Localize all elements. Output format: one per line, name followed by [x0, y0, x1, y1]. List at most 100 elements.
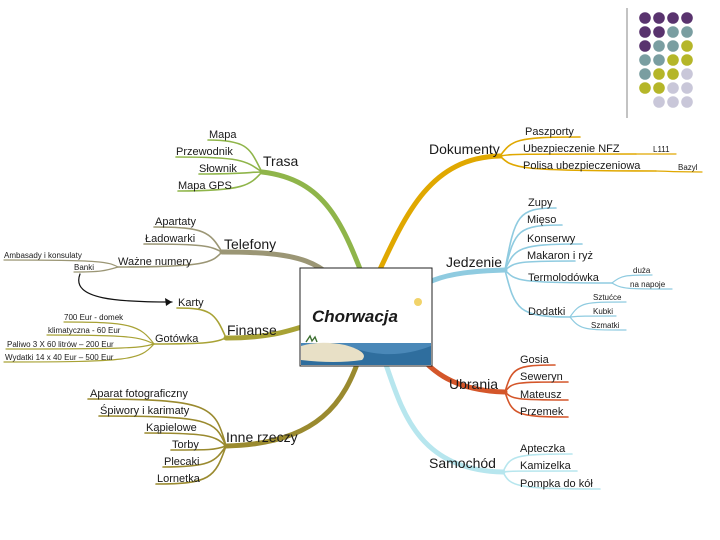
finanse-leaf	[153, 337, 227, 345]
jedzenie-leaf	[611, 282, 673, 290]
jedzenie-leaf	[569, 301, 627, 318]
jedzenie-leaf	[504, 243, 583, 271]
samochod-item: Apteczka	[520, 443, 566, 455]
decorative-dot	[653, 40, 665, 52]
dokumenty-leaf	[499, 153, 637, 157]
ubrania-leaf	[504, 391, 569, 418]
dokumenty-item: Paszporty	[525, 126, 574, 138]
jedzenie-subitem: Sztućce	[593, 293, 622, 302]
finanse-leaf	[46, 334, 155, 345]
inne-connector	[223, 353, 363, 449]
trasa-item: Słownik	[199, 163, 237, 175]
telefony-subitem: Ambasady i konsulaty	[4, 251, 82, 260]
trasa-leaf	[207, 139, 263, 173]
inne-item: Lornetka	[157, 473, 201, 485]
decorative-dot	[639, 68, 651, 80]
samochod-connector	[377, 345, 506, 475]
jedzenie-leaf	[504, 269, 571, 318]
branch-finanse-label: Finanse	[227, 322, 277, 338]
decorative-dot	[653, 82, 665, 94]
decorative-dot	[639, 54, 651, 66]
decorative-dot	[667, 82, 679, 94]
branch-samochod-label: Samochód	[429, 455, 496, 471]
decorative-dot	[681, 26, 693, 38]
jedzenie-item: Termolodówka	[528, 272, 600, 284]
finanse-subitem: 700 Eur - domek	[64, 313, 124, 322]
decorative-dot	[639, 82, 651, 94]
jedzenie-subitem: Kubki	[593, 307, 613, 316]
jedzenie-leaf	[504, 207, 557, 271]
jedzenie-subitem: na napoje	[630, 280, 666, 289]
dokumenty-subitem: L111	[653, 145, 670, 154]
samochod-leaf	[502, 471, 601, 490]
decorative-dot	[639, 40, 651, 52]
branch-ubrania-label: Ubrania	[449, 376, 498, 392]
decorative-dot	[667, 12, 679, 24]
jedzenie-leaf	[611, 274, 653, 284]
finanse-leaf	[63, 321, 155, 345]
trasa-leaf	[175, 156, 263, 173]
decorative-dot	[653, 26, 665, 38]
jedzenie-item: Makaron i ryż	[527, 250, 593, 262]
decorative-dot-grid	[639, 12, 693, 108]
relation-arrow	[78, 273, 173, 303]
telefony-item: Apartaty	[155, 216, 196, 228]
jedzenie-leaf	[504, 269, 613, 284]
inne-leaf	[162, 445, 227, 468]
samochod-item: Kamizelka	[520, 460, 572, 472]
finanse-leaf	[3, 343, 155, 363]
decorative-dot	[639, 12, 651, 24]
decorative-dot	[681, 12, 693, 24]
decorative-dot	[639, 26, 651, 38]
decorative-dot	[653, 12, 665, 24]
ubrania-item: Przemek	[520, 406, 564, 418]
ubrania-item: Gosia	[520, 354, 550, 366]
decorative-dot	[653, 54, 665, 66]
finanse-subitem: klimatyczna - 60 Eur	[48, 326, 121, 335]
telefony-subitem: Banki	[74, 263, 94, 272]
dokumenty-leaf	[499, 155, 657, 172]
branch-telefony-label: Telefony	[224, 236, 276, 252]
dokumenty-item: Polisa ubezpieczeniowa	[523, 160, 641, 172]
central-node: Chorwacja	[299, 267, 433, 367]
decorative-dot	[681, 96, 693, 108]
sun-icon	[414, 298, 422, 306]
jedzenie-subitem: duża	[633, 266, 651, 275]
decorative-dot	[667, 96, 679, 108]
telefony-leaf	[153, 226, 223, 253]
jedzenie-leaf	[504, 224, 563, 271]
trasa-leaf	[198, 171, 263, 175]
ubrania-leaf	[504, 391, 569, 401]
ubrania-leaf	[504, 381, 569, 393]
finanse-subitem: Paliwo 3 X 60 litrów – 200 Eur	[7, 340, 114, 349]
samochod-leaf	[502, 470, 578, 473]
palm-icon	[305, 334, 318, 343]
jedzenie-item: Konserwy	[527, 233, 576, 245]
jedzenie-leaf	[569, 316, 627, 331]
arrowhead-icon	[165, 298, 172, 306]
branch-dokumenty-label: Dokumenty	[429, 141, 500, 157]
branch-jedzenie-label: Jedzenie	[446, 254, 502, 270]
decorative-dot	[667, 40, 679, 52]
decorative-dot	[681, 40, 693, 52]
trasa-item: Mapa GPS	[178, 180, 232, 192]
telefony-leaf	[143, 243, 223, 253]
dokumenty-subitem: Bazyl	[678, 163, 698, 172]
jedzenie-item: Mięso	[527, 214, 556, 226]
samochod-leaf	[502, 453, 573, 473]
decorative-dot	[667, 26, 679, 38]
ubrania-item: Seweryn	[520, 371, 563, 383]
inne-leaf	[170, 445, 227, 451]
finanse-leaf	[176, 307, 227, 339]
finanse-leaf	[5, 343, 155, 350]
inne-leaf	[87, 398, 227, 447]
decorative-dot	[681, 82, 693, 94]
decorative-dot	[681, 68, 693, 80]
dokumenty-leaf	[655, 170, 703, 173]
decorative-dot	[653, 96, 665, 108]
ubrania-item: Mateusz	[520, 389, 562, 401]
inne-item: Plecaki	[164, 456, 199, 468]
decorative-dot	[653, 68, 665, 80]
decorative-dot	[667, 68, 679, 80]
